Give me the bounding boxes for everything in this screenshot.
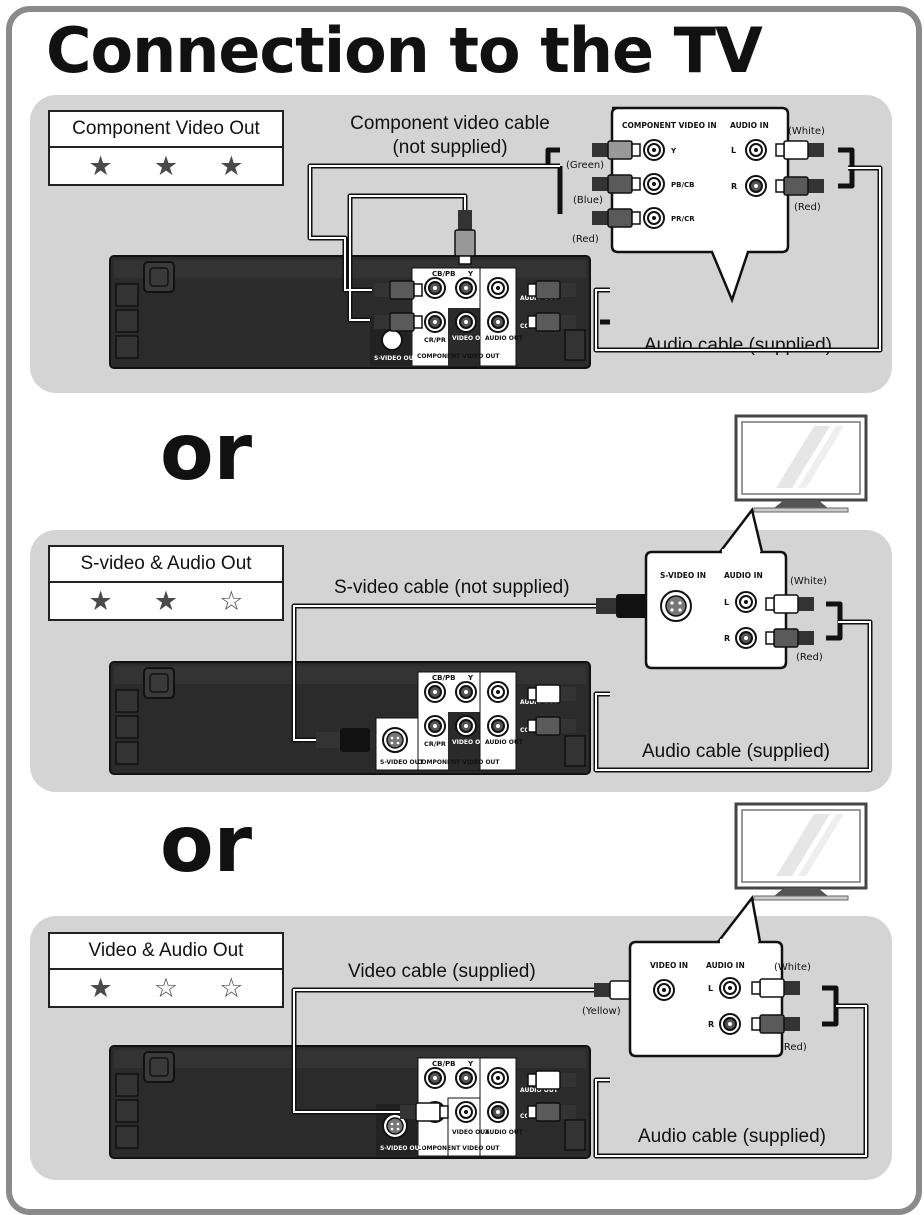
port-label: (White) [788, 126, 825, 137]
port-label: CB/PB [432, 674, 456, 682]
port-label: (White) [790, 576, 827, 587]
tv-component-video-in-title: COMPONENT VIDEO IN [622, 121, 717, 130]
port-label: VIDEO OUT [452, 739, 490, 746]
port-label: PR/CR [671, 215, 695, 223]
port-label: AUDIO IN [724, 571, 763, 580]
port-label: AUDIO OUT [485, 1129, 524, 1136]
port-label: (Red) [796, 652, 823, 663]
port-label: CR/PR [424, 336, 446, 344]
star-filled-icon: ★ [88, 150, 113, 182]
port-label: (Yellow) [582, 1006, 621, 1017]
star-filled-icon: ★ [88, 972, 113, 1004]
star-empty-icon: ☆ [219, 585, 244, 617]
star-filled-icon: ★ [153, 585, 179, 617]
audio-cable-label-2: Audio cable (supplied) [642, 741, 831, 762]
port-label: CR/PR [424, 740, 446, 748]
port-label: S-VIDEO OUT [374, 355, 418, 362]
port-label: (Red) [794, 202, 821, 213]
port-label: VIDEO OUT [452, 1129, 490, 1136]
or-label-1: or [160, 408, 253, 498]
rating-stars: ★ ★ ☆ [50, 583, 282, 619]
port-label: CB/PB [432, 1060, 456, 1068]
caption-line: Component video cable [350, 113, 550, 134]
port-label: R [731, 182, 737, 191]
port-label: L [731, 146, 736, 155]
port-label: R [708, 1020, 714, 1029]
port-label: (Green) [566, 160, 604, 171]
rating-box-video: Video & Audio Out ★ ☆ ☆ [48, 932, 284, 1008]
port-label: L [724, 598, 729, 607]
port-label: Y [467, 270, 474, 278]
page-title: Connection to the TV [46, 14, 763, 87]
rating-label: Video & Audio Out [50, 934, 282, 970]
port-label: VIDEO IN [650, 961, 688, 970]
or-label-2: or [160, 800, 253, 890]
rating-label: S-video & Audio Out [50, 547, 282, 583]
port-label: (Red) [780, 1042, 807, 1053]
port-label: (Red) [572, 234, 599, 245]
port-label: L [708, 984, 713, 993]
port-label: (White) [774, 962, 811, 973]
port-label: S-VIDEO IN [660, 571, 706, 580]
port-label: VIDEO OUT [452, 335, 490, 342]
port-label: AUDIO OUT [520, 1087, 559, 1094]
star-empty-icon: ☆ [219, 972, 244, 1004]
rating-stars: ★ ★ ★ [50, 148, 282, 184]
video-cable-label: Video cable (supplied) [348, 961, 536, 982]
port-label: R [724, 634, 730, 643]
star-filled-icon: ★ [88, 585, 113, 617]
port-label: AUDIO IN [706, 961, 745, 970]
label-cb-pb: CB/PB [432, 270, 456, 278]
port-label: AUDIO OUT [485, 335, 524, 342]
svideo-cable-label: S-video cable (not supplied) [334, 577, 570, 598]
port-label: Y [467, 674, 474, 682]
port-label: COMPONENT VIDEO OUT [417, 1145, 500, 1152]
star-empty-icon: ☆ [153, 972, 179, 1004]
port-label: PB/CB [671, 181, 695, 189]
rating-stars: ★ ☆ ☆ [50, 970, 282, 1006]
star-filled-icon: ★ [219, 150, 244, 182]
component-cable-label: Component video cable (not supplied) [330, 112, 570, 160]
port-label: (Blue) [573, 195, 603, 206]
rating-label: Component Video Out [50, 112, 282, 148]
rating-box-component: Component Video Out ★ ★ ★ [48, 110, 284, 186]
rating-box-svideo: S-video & Audio Out ★ ★ ☆ [48, 545, 284, 621]
star-filled-icon: ★ [153, 150, 179, 182]
port-label: S-VIDEO OUT [380, 1145, 424, 1152]
caption-line: (not supplied) [392, 137, 508, 158]
port-label: AUDIO IN [730, 121, 769, 130]
port-label: COMPONENT VIDEO OUT [417, 759, 500, 766]
port-label: Y [467, 1060, 474, 1068]
audio-cable-label-3: Audio cable (supplied) [638, 1126, 827, 1147]
port-label: S-VIDEO OUT [380, 759, 424, 766]
port-label: COMPONENT VIDEO OUT [417, 353, 500, 360]
port-label: AUDIO OUT [485, 739, 524, 746]
port-label: Y [670, 147, 677, 155]
